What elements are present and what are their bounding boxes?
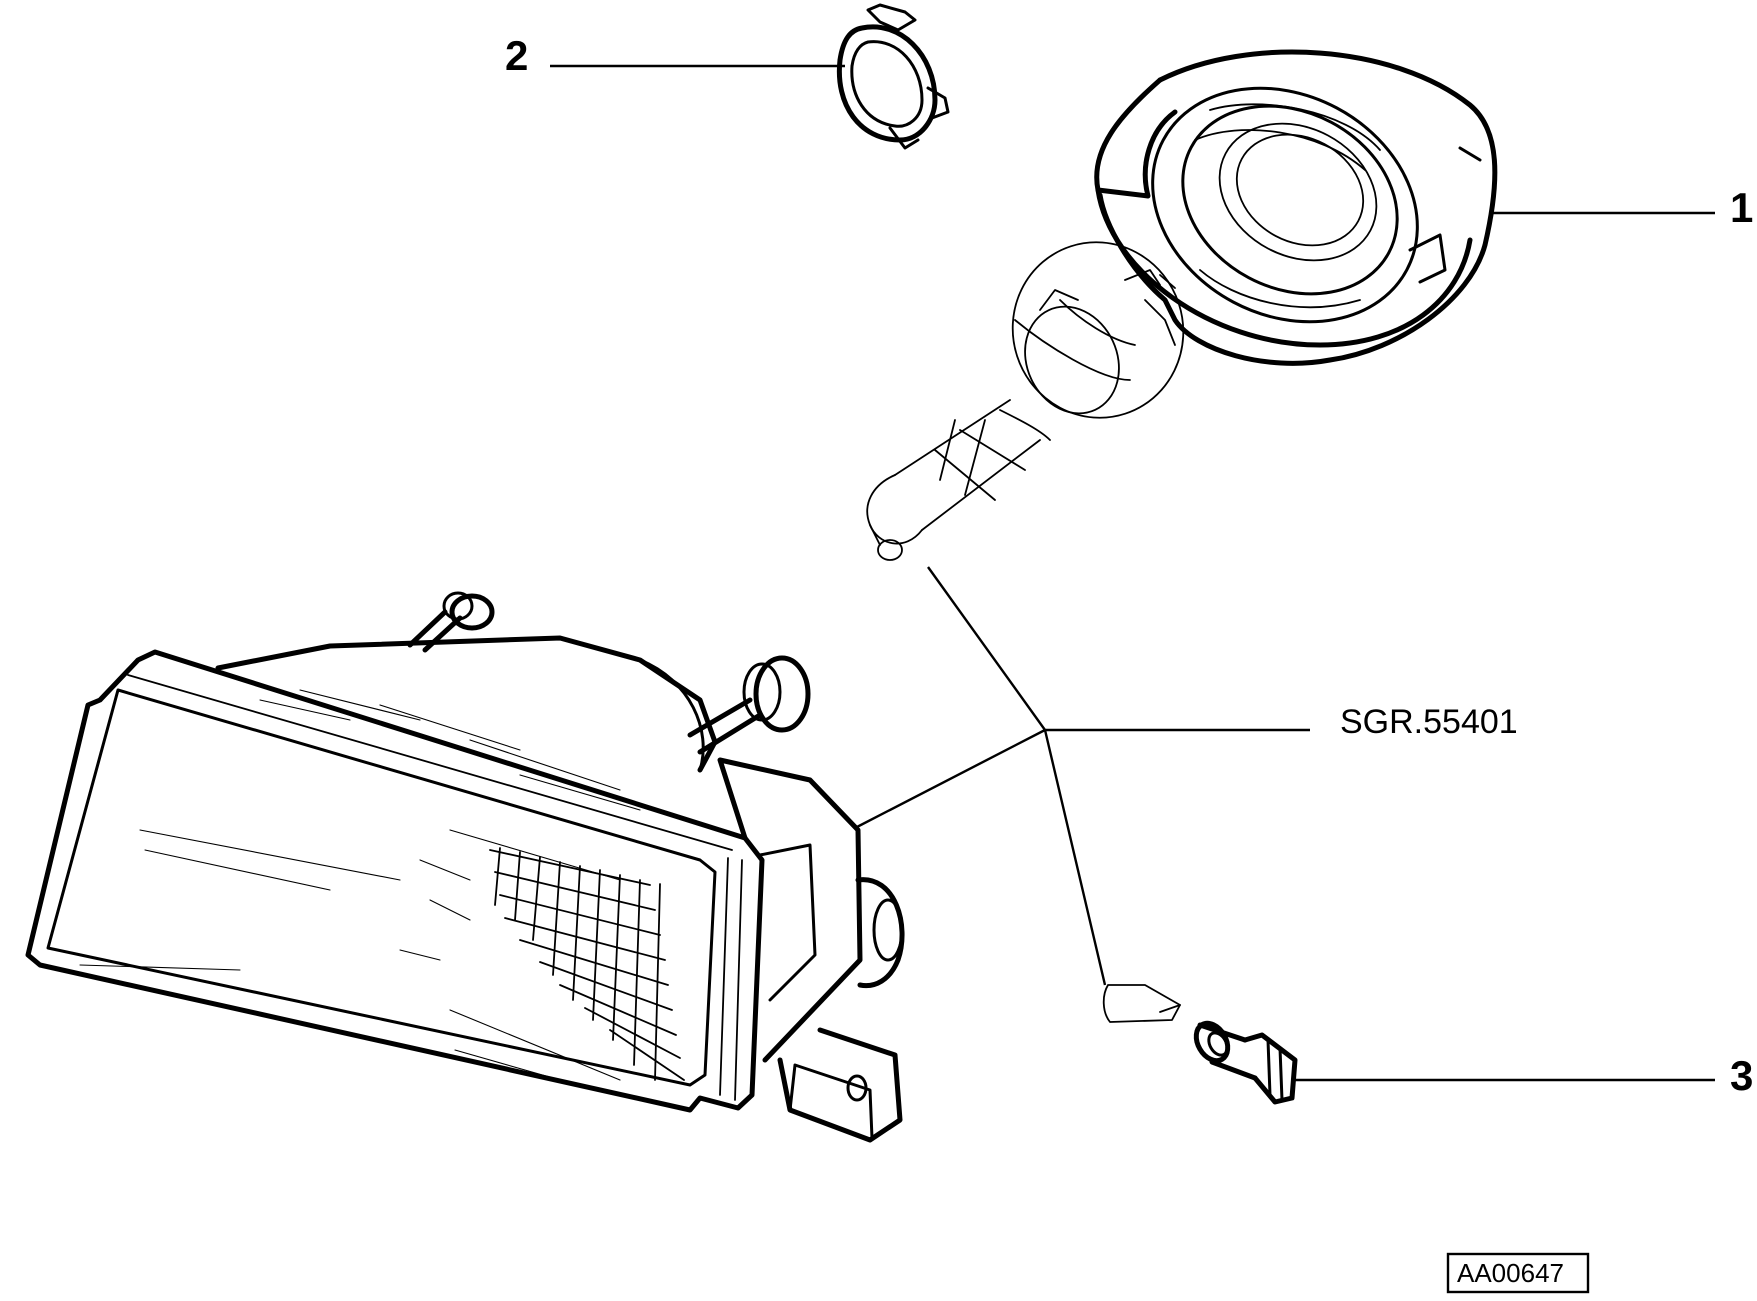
group-reference-label: SGR.55401 <box>1340 703 1518 741</box>
drawing-code-box: AA00647 <box>1446 1252 1590 1294</box>
halogen-bulb <box>866 241 1185 561</box>
adjuster-stud-top <box>407 591 495 653</box>
leader-group-reference <box>854 566 1310 986</box>
adjuster-stud-right <box>687 655 811 755</box>
callout-3: 3 <box>1730 1052 1753 1099</box>
callout-2: 2 <box>505 32 528 79</box>
drawing-code-label: AA00647 <box>1457 1258 1564 1288</box>
callout-1: 1 <box>1730 184 1753 231</box>
part-1-bulb-holder-ring <box>1094 49 1498 366</box>
leader-lines <box>550 64 1715 1082</box>
lens-shading <box>79 689 641 1081</box>
wedge-bulb <box>1102 984 1181 1023</box>
lens-prism-grid <box>489 847 685 1081</box>
headlamp-assembly <box>25 591 905 1143</box>
part-2-retaining-spring-clip <box>836 3 950 150</box>
rear-socket <box>855 877 905 989</box>
part-3-side-light-bulb-holder <box>1193 1020 1298 1105</box>
mounting-bracket <box>777 1027 903 1143</box>
